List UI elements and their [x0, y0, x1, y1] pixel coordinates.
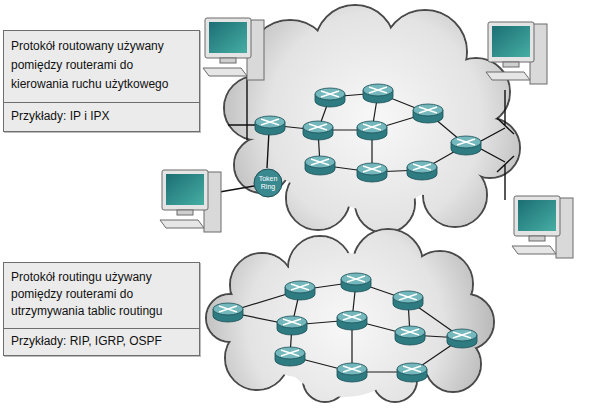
cloud-fill — [207, 230, 493, 401]
text-run: Przykłady: RIP, IGRP, OSPF — [11, 333, 162, 350]
examples-text: Przykłady: IP i IPX — [4, 103, 199, 131]
text-run: Protokół routowany używany pomiędzy rout… — [11, 37, 169, 94]
protocol-box: Protokół routingu używany pomiędzy route… — [3, 262, 200, 356]
router-icon — [275, 347, 305, 366]
router-icon — [277, 316, 307, 335]
router-icon — [337, 363, 367, 382]
node-text: Protokół routowany używany pomiędzy rout… — [4, 31, 199, 103]
protocol-box: Protokół routowany używany pomiędzy rout… — [3, 30, 200, 132]
router-icon — [397, 363, 427, 382]
router-icon — [451, 136, 481, 155]
router-icon — [357, 163, 387, 182]
lan-wires — [208, 76, 514, 200]
token-ring: Token Ring — [253, 168, 283, 198]
examples-text: Przykłady: RIP, IGRP, OSPF — [4, 329, 199, 355]
node-text: Protokół routingu używany pomiędzy route… — [4, 263, 199, 329]
router-icon — [341, 273, 371, 292]
computer-icon — [512, 196, 573, 258]
text-run: Przykłady: IP i IPX — [11, 107, 109, 126]
network-links — [228, 93, 466, 372]
node-text: Token Ring — [256, 175, 280, 191]
computer-icon — [486, 22, 547, 84]
router-icon — [357, 121, 387, 140]
router-icon — [447, 329, 477, 348]
ring-circle — [254, 169, 282, 197]
router-icon — [305, 156, 335, 175]
router-icon — [315, 88, 345, 107]
computer-icon — [160, 170, 221, 232]
router-icon — [407, 161, 437, 180]
text-run: Token Ring — [256, 175, 280, 191]
router-icon — [303, 121, 333, 140]
computer-icon — [203, 18, 264, 80]
router-icon — [393, 291, 423, 310]
router-icon — [363, 84, 393, 103]
cloud-outline — [224, 5, 520, 233]
cloud-outline — [206, 229, 494, 402]
cloud-fill — [225, 6, 519, 232]
text-run: Protokół routingu używany pomiędzy route… — [11, 269, 181, 320]
router-icon — [213, 303, 243, 322]
router-icon — [395, 326, 425, 345]
router-icon — [337, 311, 367, 330]
router-icon — [255, 116, 285, 135]
router-icon — [413, 104, 443, 123]
router-icon — [285, 281, 315, 300]
